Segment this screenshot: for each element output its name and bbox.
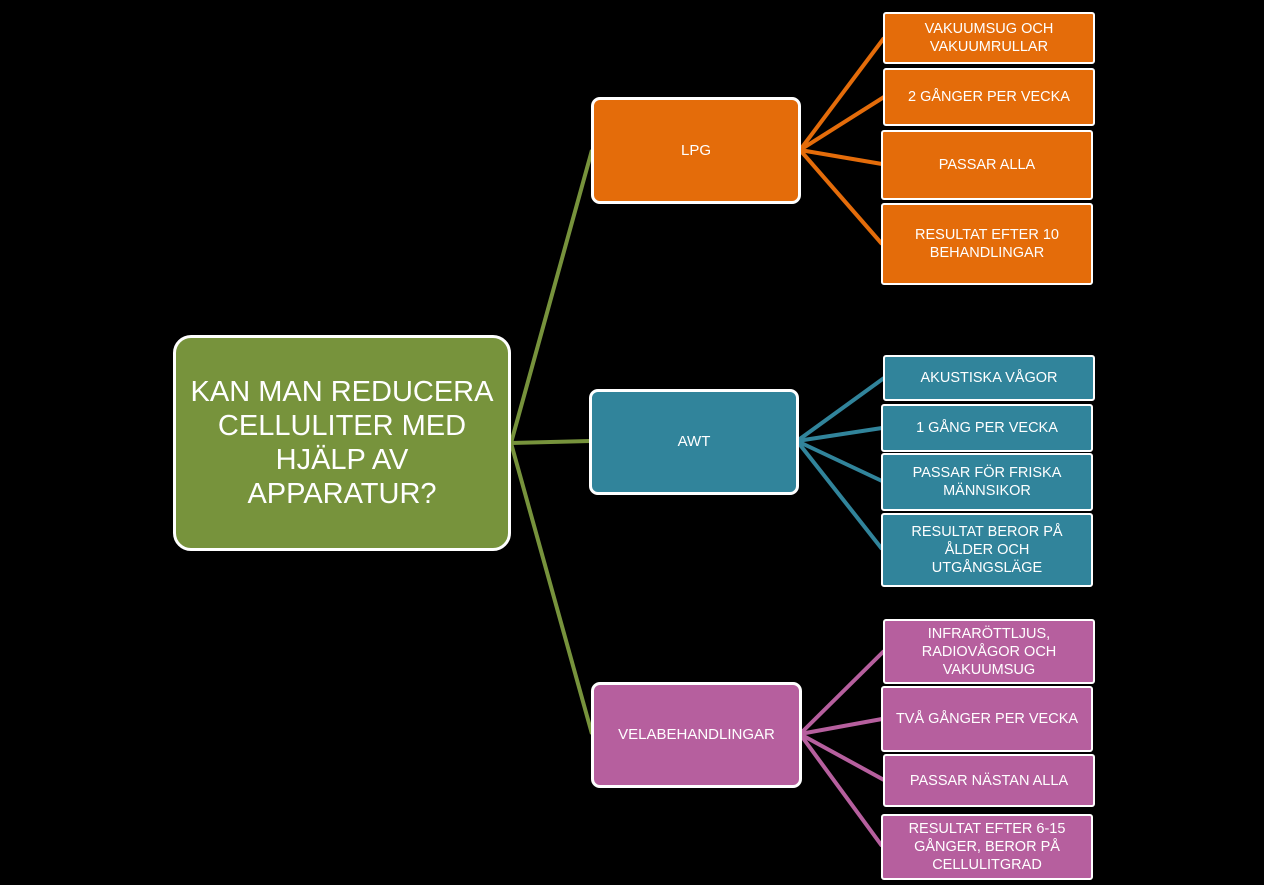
connector-lpg-leaf-1 [798,36,886,152]
connector-awt-leaf-2 [796,426,883,443]
leaf-node-lpg-4: RESULTAT EFTER 10 BEHANDLINGAR [881,203,1093,285]
leaf-node-awt-1: AKUSTISKA VÅGOR [883,355,1095,401]
connector-lpg-leaf-4 [798,148,884,246]
leaf-label: PASSAR NÄSTAN ALLA [909,772,1069,789]
leaf-label: 2 GÅNGER PER VECKA [908,89,1070,105]
connector-lpg-leaf-2 [798,95,886,152]
branch-label-lpg: LPG [680,141,711,159]
branch-label-awt: AWT [677,433,711,450]
connector-awt-leaf-3 [796,439,883,483]
leaf-node-vela-2: TVÅ GÅNGER PER VECKA [881,686,1093,752]
connector-vela-leaf-3 [799,732,885,782]
leaf-label: PASSAR FÖR FRISKA MÄNNSIKOR [912,465,1062,499]
leaf-label: RESULTAT EFTER 10 BEHANDLINGAR [915,227,1059,261]
leaf-node-awt-4: RESULTAT BEROR PÅ ÅLDER OCH UTGÅNGSLÄGE [881,513,1093,587]
leaf-label: RESULTAT EFTER 6-15 GÅNGER, BEROR PÅ CEL… [908,821,1066,873]
connector-vela-leaf-4 [798,732,884,848]
root-label: KAN MAN REDUCERA CELLULITER MED HJÄLP AV… [190,376,494,510]
leaf-node-vela-3: PASSAR NÄSTAN ALLA [883,754,1095,807]
connector-awt-leaf-4 [795,439,884,551]
leaf-node-lpg-1: VAKUUMSUG OCH VAKUUMRULLAR [883,12,1095,64]
leaf-label: AKUSTISKA VÅGOR [920,370,1058,386]
connector-vela-leaf-2 [799,717,883,736]
branch-node-lpg: LPG [591,97,801,204]
leaf-label: TVÅ GÅNGER PER VECKA [895,711,1079,727]
leaf-label: PASSAR ALLA [938,157,1036,173]
leaf-node-lpg-3: PASSAR ALLA [881,130,1093,200]
connector-root-vela [509,442,594,735]
leaf-label: INFRARÖTTLJUS, RADIOVÅGOR OCH VAKUUMSUG [921,625,1057,678]
leaf-label: VAKUUMSUG OCH VAKUUMRULLAR [924,21,1054,55]
leaf-node-vela-4: RESULTAT EFTER 6-15 GÅNGER, BEROR PÅ CEL… [881,814,1093,880]
leaf-node-lpg-2: 2 GÅNGER PER VECKA [883,68,1095,126]
leaf-label: 1 GÅNG PER VECKA [916,420,1058,436]
connector-awt-leaf-1 [795,376,886,443]
branch-node-vela: VELABEHANDLINGAR [591,682,802,788]
connector-root-awt [510,439,591,445]
leaf-label: RESULTAT BEROR PÅ ÅLDER OCH UTGÅNGSLÄGE [911,524,1063,576]
connector-lpg-leaf-3 [799,148,883,166]
leaf-node-vela-1: INFRARÖTTLJUS, RADIOVÅGOR OCH VAKUUMSUG [883,619,1095,684]
leaf-node-awt-3: PASSAR FÖR FRISKA MÄNNSIKOR [881,453,1093,511]
connector-root-lpg [509,149,594,444]
leaf-node-awt-2: 1 GÅNG PER VECKA [881,404,1093,452]
connector-vela-leaf-1 [798,649,886,736]
branch-label-vela: VELABEHANDLINGAR [618,726,775,743]
root-node: KAN MAN REDUCERA CELLULITER MED HJÄLP AV… [173,335,511,551]
branch-node-awt: AWT [589,389,799,495]
